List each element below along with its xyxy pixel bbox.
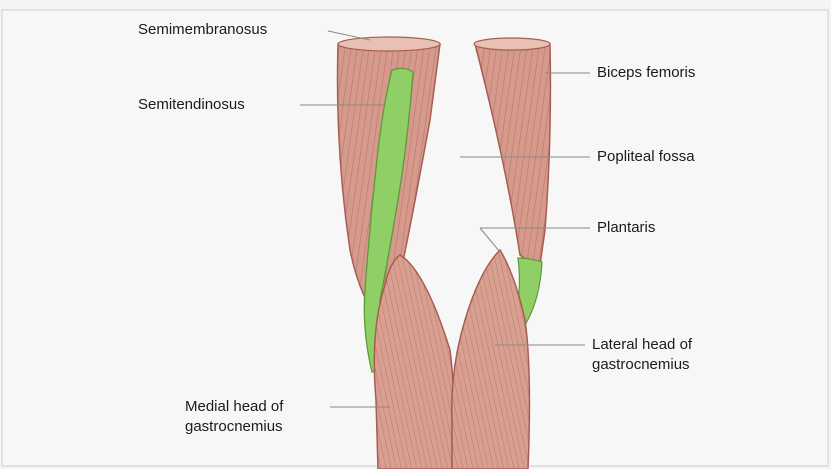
label-semimembranosus: Semimembranosus bbox=[138, 21, 267, 39]
label-biceps-femoris: Biceps femoris bbox=[597, 64, 695, 82]
label-plantaris: Plantaris bbox=[597, 219, 655, 237]
label-semitendinosus: Semitendinosus bbox=[138, 96, 245, 114]
label-lateral-head-line1: Lateral head of bbox=[592, 336, 692, 354]
label-medial-head-line1: Medial head of bbox=[185, 398, 283, 416]
biceps-femoris-cut bbox=[474, 38, 550, 50]
label-popliteal-fossa: Popliteal fossa bbox=[597, 148, 695, 166]
semimembranosus-cut bbox=[338, 37, 440, 51]
label-lateral-head-line2: gastrocnemius bbox=[592, 356, 690, 374]
label-medial-head-line2: gastrocnemius bbox=[185, 418, 283, 436]
